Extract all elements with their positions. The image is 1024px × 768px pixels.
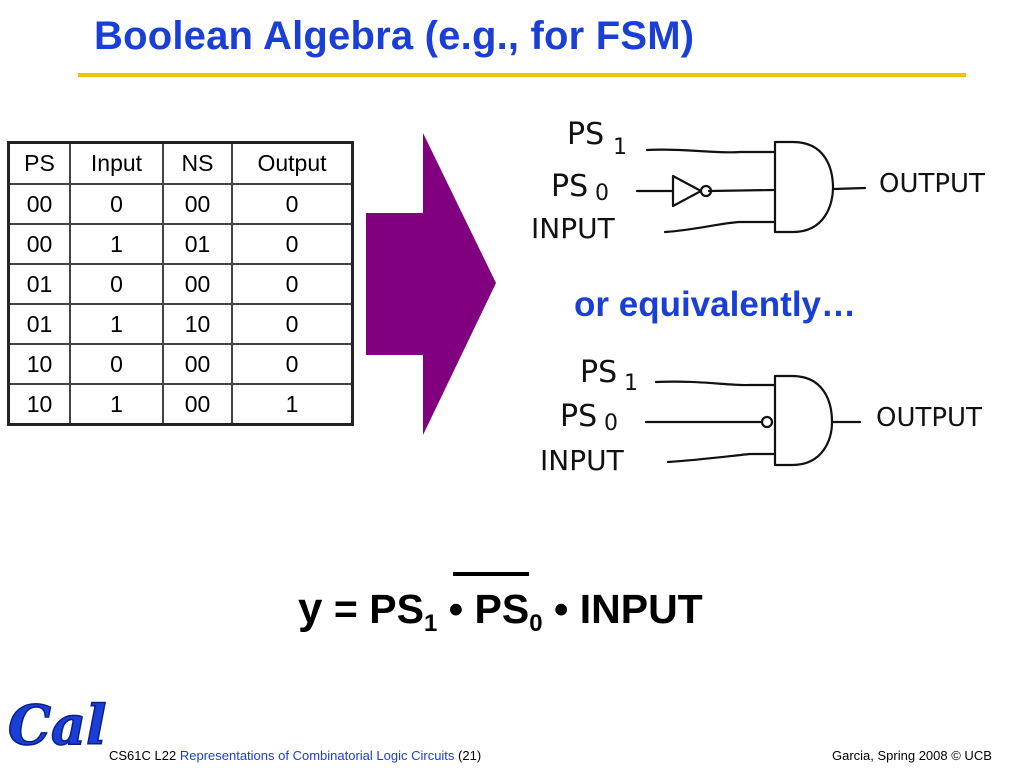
header-ns: NS [162, 141, 233, 185]
table-row: 10 0 00 0 [7, 343, 354, 385]
eq-term-ps1: PS [369, 586, 424, 632]
label-ps1: PS [580, 355, 617, 390]
footer-page-number: (21) [458, 748, 482, 763]
cell-input: 0 [69, 263, 164, 305]
table-header-row: PS Input NS Output [7, 141, 354, 185]
footer-lecture-title: Representations of Combinatorial Logic C… [179, 748, 455, 763]
cell-output: 0 [231, 343, 354, 385]
cell-ps: 10 [7, 383, 71, 426]
eq-term-input: INPUT [579, 586, 703, 632]
label-output: OUTPUT [879, 169, 985, 199]
cell-output: 0 [231, 303, 354, 345]
equivalently-text: or equivalently… [574, 285, 857, 324]
footer-course-code: CS61C L22 [109, 748, 177, 763]
cell-ps: 10 [7, 343, 71, 385]
eq-equals: = [333, 586, 358, 632]
label-ps0: PS [551, 169, 588, 204]
eq-term-ps0: PS [474, 586, 530, 632]
cell-ns: 00 [162, 183, 233, 225]
cell-ns: 00 [162, 343, 233, 385]
label-output: OUTPUT [876, 403, 982, 433]
cell-ps: 01 [7, 303, 71, 345]
circuit-bottom: PS 1 PS 0 INPUT OUTPUT [540, 355, 982, 477]
cell-ps: 00 [7, 183, 71, 225]
label-ps1: PS [567, 117, 604, 152]
table-row: 10 1 00 1 [7, 383, 354, 426]
title-underline [78, 73, 966, 77]
footer-course: CS61C L22 Representations of Combinatori… [109, 748, 481, 763]
truth-table: PS Input NS Output 00 0 00 0 00 1 01 0 0… [7, 141, 354, 426]
table-row: 00 1 01 0 [7, 223, 354, 265]
table-row: 00 0 00 0 [7, 183, 354, 225]
logo-text: Cal [8, 693, 106, 756]
cell-input: 1 [69, 383, 164, 426]
cell-input: 1 [69, 303, 164, 345]
eq-lhs: y [298, 584, 323, 633]
cell-ps: 01 [7, 263, 71, 305]
ps0-overline [453, 572, 529, 576]
cell-output: 0 [231, 223, 354, 265]
label-ps1-sub: 1 [613, 135, 627, 160]
footer-credit: Garcia, Spring 2008 © UCB [832, 748, 992, 763]
eq-op2: • [553, 586, 569, 632]
table-row: 01 0 00 0 [7, 263, 354, 305]
cell-input: 0 [69, 183, 164, 225]
cell-input: 0 [69, 343, 164, 385]
cell-ps: 00 [7, 223, 71, 265]
cell-output: 1 [231, 383, 354, 426]
label-ps0-sub: 0 [604, 411, 618, 436]
cell-ns: 10 [162, 303, 233, 345]
label-ps0-sub: 0 [595, 181, 609, 206]
label-input: INPUT [531, 212, 616, 245]
label-ps0: PS [560, 399, 597, 434]
cell-ns: 00 [162, 383, 233, 426]
circuit-top: PS 1 PS 0 INPUT OUTPUT [531, 117, 985, 245]
eq-term-ps0-sub: 0 [529, 610, 543, 637]
cell-ns: 00 [162, 263, 233, 305]
label-input: INPUT [540, 444, 625, 477]
boolean-equation: y = PS1 • PS0 • INPUT [298, 584, 703, 638]
eq-op1: • [448, 586, 464, 632]
cell-ns: 01 [162, 223, 233, 265]
eq-term-ps1-sub: 1 [423, 610, 438, 637]
header-ps: PS [7, 141, 71, 185]
table-row: 01 1 10 0 [7, 303, 354, 345]
cell-output: 0 [231, 183, 354, 225]
cal-logo: Cal [7, 692, 106, 756]
label-ps1-sub: 1 [624, 371, 638, 396]
header-input: Input [69, 141, 164, 185]
cell-output: 0 [231, 263, 354, 305]
slide-title: Boolean Algebra (e.g., for FSM) [94, 14, 695, 58]
cell-input: 1 [69, 223, 164, 265]
header-output: Output [231, 141, 354, 185]
right-arrow-icon [366, 133, 496, 435]
